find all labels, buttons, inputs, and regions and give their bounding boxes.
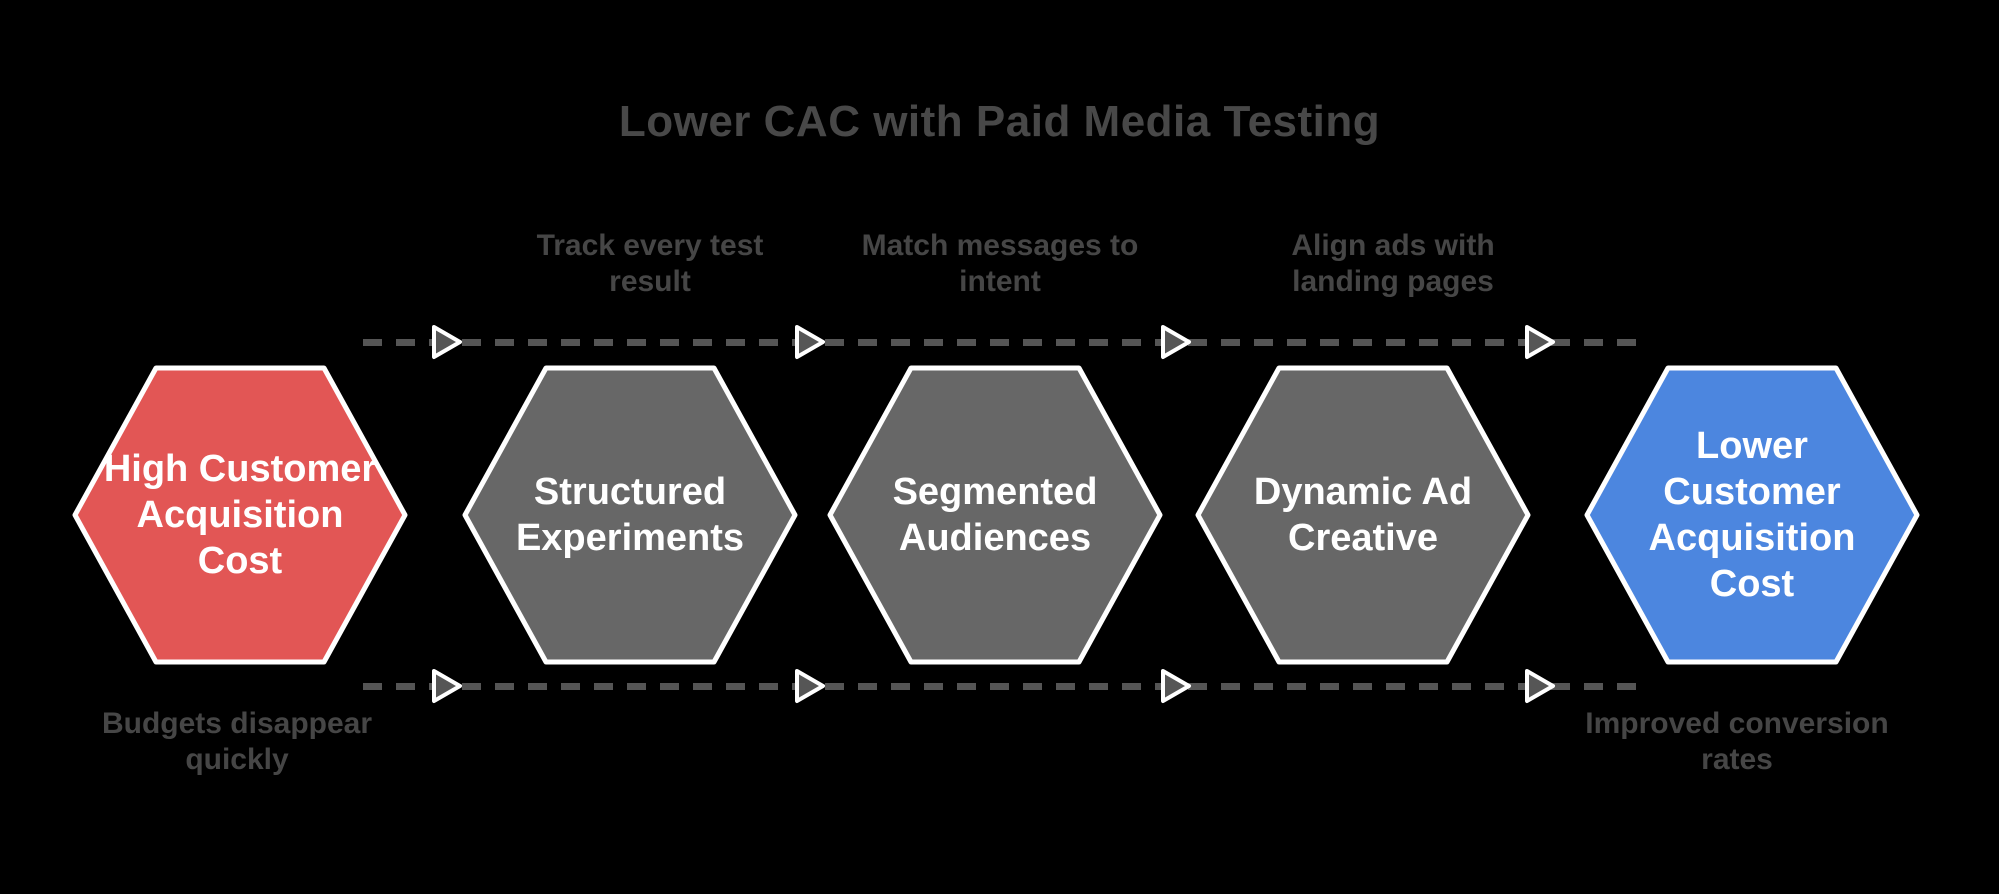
- bottom-connector-arrow-4: [1523, 665, 1557, 707]
- annotation-align-ads-with-landing-pages: Align ads with landing pages: [1291, 229, 1495, 298]
- arrowhead-icon: [795, 325, 825, 359]
- arrowhead-icon: [1161, 669, 1191, 703]
- hexagon-label: Structured Experiments: [515, 471, 745, 559]
- annotation-budgets-disappear-quickly: Budgets disappear quickly: [101, 707, 373, 776]
- hexagon-high-customer-acquisition-cost: High Customer Acquisition Cost: [72, 365, 408, 665]
- top-connector-arrow-2: [793, 321, 827, 363]
- hexagon-shape: [1195, 365, 1531, 665]
- hexagon-shape: [1584, 365, 1920, 665]
- arrowhead-icon: [432, 325, 462, 359]
- hexagon-structured-experiments: Structured Experiments: [462, 365, 798, 665]
- hexagon-dynamic-ad-creative: Dynamic Ad Creative: [1195, 365, 1531, 665]
- top-dashed-connector: [363, 339, 1650, 346]
- arrowhead-icon: [432, 669, 462, 703]
- hexagon-shape: [827, 365, 1163, 665]
- annotation-improved-conversion-rates: Improved conversion rates: [1585, 707, 1889, 776]
- annotation-match-messages-to-intent: Match messages to intent: [861, 229, 1139, 298]
- hexagon-label: Dynamic Ad Creative: [1253, 471, 1473, 559]
- hexagon-shape: [462, 365, 798, 665]
- arrowhead-icon: [1525, 669, 1555, 703]
- bottom-connector-arrow-3: [1159, 665, 1193, 707]
- hexagon-label: High Customer Acquisition Cost: [103, 448, 377, 582]
- hexagon-lower-customer-acquisition-cost: Lower Customer Acquisition Cost: [1584, 365, 1920, 665]
- bottom-dashed-connector: [363, 683, 1650, 690]
- hexagon-label: Lower Customer Acquisition Cost: [1648, 425, 1856, 605]
- arrowhead-icon: [1161, 325, 1191, 359]
- top-connector-arrow-3: [1159, 321, 1193, 363]
- bottom-connector-arrow-2: [793, 665, 827, 707]
- hexagon-label: Segmented Audiences: [892, 471, 1098, 559]
- top-connector-arrow-4: [1523, 321, 1557, 363]
- hexagon-shape: [72, 365, 408, 665]
- diagram-title: Lower CAC with Paid Media Testing: [618, 97, 1381, 146]
- arrowhead-icon: [795, 669, 825, 703]
- arrowhead-icon: [1525, 325, 1555, 359]
- hexagon-segmented-audiences: Segmented Audiences: [827, 365, 1163, 665]
- annotation-track-every-test-result: Track every test result: [536, 229, 764, 298]
- bottom-connector-arrow-1: [430, 665, 464, 707]
- top-connector-arrow-1: [430, 321, 464, 363]
